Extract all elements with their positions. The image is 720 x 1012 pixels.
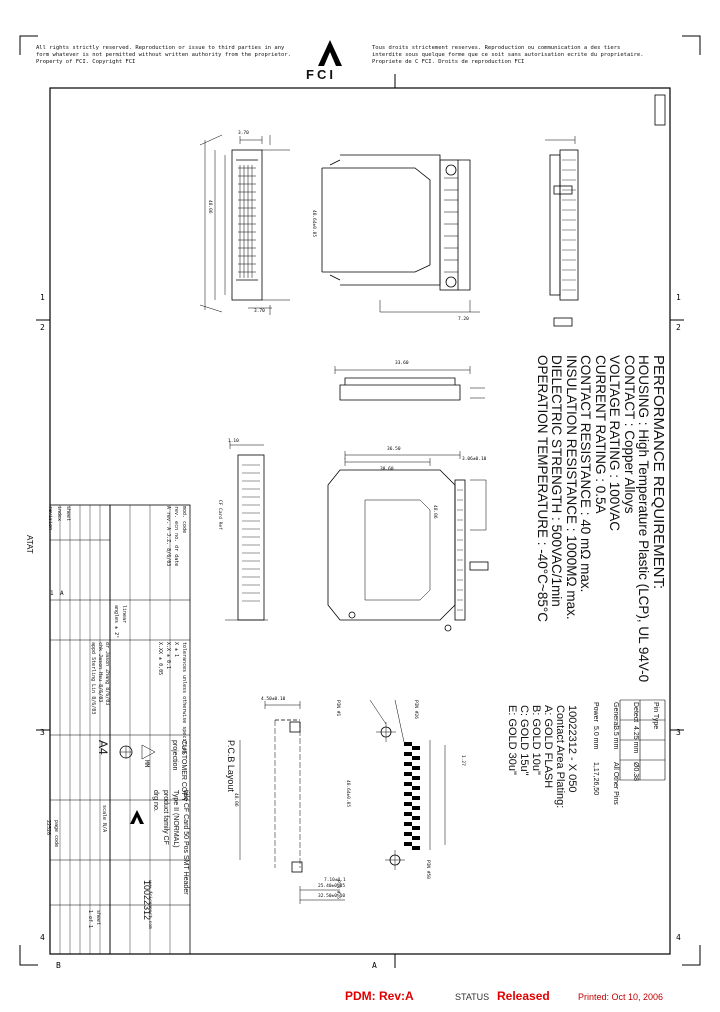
- mod-code-block: mod. code rev. ecn no. dr date A rev. A …: [165, 506, 187, 567]
- card-ref-label: CF Card Ref: [217, 500, 222, 530]
- pin-1-label: PIN #1: [335, 700, 340, 717]
- scale-block: scale N/A: [101, 805, 107, 833]
- linear-angles: linear angles ± 2°: [113, 605, 127, 639]
- part-number-spec: 10022312 - X 050 Contact Area Plating: A…: [506, 705, 578, 809]
- dim-footprint-height: 40.64±0.05: [345, 780, 350, 808]
- zone-row-b: B: [56, 961, 61, 970]
- view-profile: [334, 366, 485, 401]
- dim-pcb-hole: 4.50±0.10: [261, 696, 286, 702]
- roles-block: dr Jason Zhang 8/6/03 chk Jason Hsu 8/6/…: [90, 642, 110, 715]
- pin-type-table: Pin Type Detect4.25 mmØ0.38 General3.5 m…: [592, 702, 659, 805]
- view-side-elevation: [225, 441, 268, 621]
- status-label: STATUS: [455, 992, 490, 1002]
- pin-26-label: PIN #26: [413, 700, 418, 719]
- tolerance-block: tolerances unless otherwise specified X …: [157, 642, 187, 754]
- view-pcb-layout: [239, 701, 345, 904]
- dim-pcb-mid: 25.40±0.05: [318, 883, 345, 889]
- title-block-title: title CF Card 50 Pos SMT Header Type II …: [152, 790, 189, 895]
- dim-top-outer: 36.50: [387, 446, 401, 452]
- zone-col-4: 4: [40, 933, 45, 942]
- zone-col-3: 3: [40, 728, 45, 737]
- dim-top-left-width: 3.70: [238, 130, 249, 136]
- side-tag: ATAT: [25, 535, 34, 554]
- view-top-right: [545, 94, 666, 327]
- zone-col-1: 1: [40, 293, 45, 302]
- dim-front-height: 40.64±0.05: [311, 210, 316, 238]
- dim-pcb-height: 48.06: [233, 793, 238, 807]
- copyright-notice-fr: Tous droits strictement reserves. Reprod…: [372, 45, 644, 65]
- dim-left-height: 48.06: [207, 200, 212, 214]
- view-top-left: [199, 134, 290, 315]
- dim-pcb-offset: 7.10±0.1: [324, 878, 346, 883]
- pcb-layout-label: P.C.B Layout: [226, 740, 236, 792]
- zone-col-3-right: 3: [676, 728, 681, 737]
- performance-requirement: PERFORMANCE REQUIREMENT: HOUSING : High …: [535, 355, 667, 683]
- revision-block: sheet index revision: [47, 506, 71, 531]
- zone-col-2: 2: [40, 323, 45, 332]
- dim-top-inner: 38.60: [380, 466, 394, 472]
- copyright-notice-en: All rights strictly reserved. Reproducti…: [36, 45, 291, 65]
- view-top-middle: [321, 154, 480, 313]
- printed-date: Printed: Oct 10, 2006: [578, 992, 664, 1002]
- zone-col-2-right: 2: [676, 323, 681, 332]
- page-code-block: page code 22526: [45, 820, 59, 848]
- pin-50-label: PIN #50: [425, 860, 430, 879]
- sheet-block: sheet 1 of 1: [87, 910, 101, 929]
- title-block: [49, 504, 191, 955]
- revision-letter: A: [60, 590, 64, 597]
- dim-top-view-height: 48.06: [432, 505, 437, 519]
- dim-profile-width: 33.60: [395, 360, 409, 366]
- dim-top-left-bottom: 3.70: [254, 308, 265, 314]
- dim-front-depth: 7.20: [458, 316, 469, 322]
- zone-row-a: A: [372, 961, 377, 970]
- view-footprint: [369, 699, 446, 870]
- header-logo-word: FCI: [306, 67, 336, 82]
- units: MM: [143, 760, 150, 768]
- sheet-size: A4: [96, 740, 110, 755]
- fci-logo-icon: [318, 40, 342, 66]
- dim-pcb-total: 32.50±0.10: [318, 893, 345, 899]
- title-block-logo-icon: [130, 810, 144, 824]
- pdm-revision: PDM: Rev:A: [345, 989, 414, 1003]
- footprint-pads: [404, 742, 420, 850]
- status-value: Released: [497, 989, 550, 1003]
- view-top: [327, 451, 489, 632]
- dim-top-offset: 3.06±0.10: [462, 456, 487, 462]
- web-address: www.fciconnect.com: [147, 880, 152, 929]
- revision-sheet: 1: [50, 590, 54, 597]
- zone-col-4-right: 4: [676, 933, 681, 942]
- dim-pad-pitch: 1.27: [460, 755, 465, 766]
- zone-col-1-right: 1: [676, 293, 681, 302]
- dim-side-width: 1.10: [228, 438, 239, 444]
